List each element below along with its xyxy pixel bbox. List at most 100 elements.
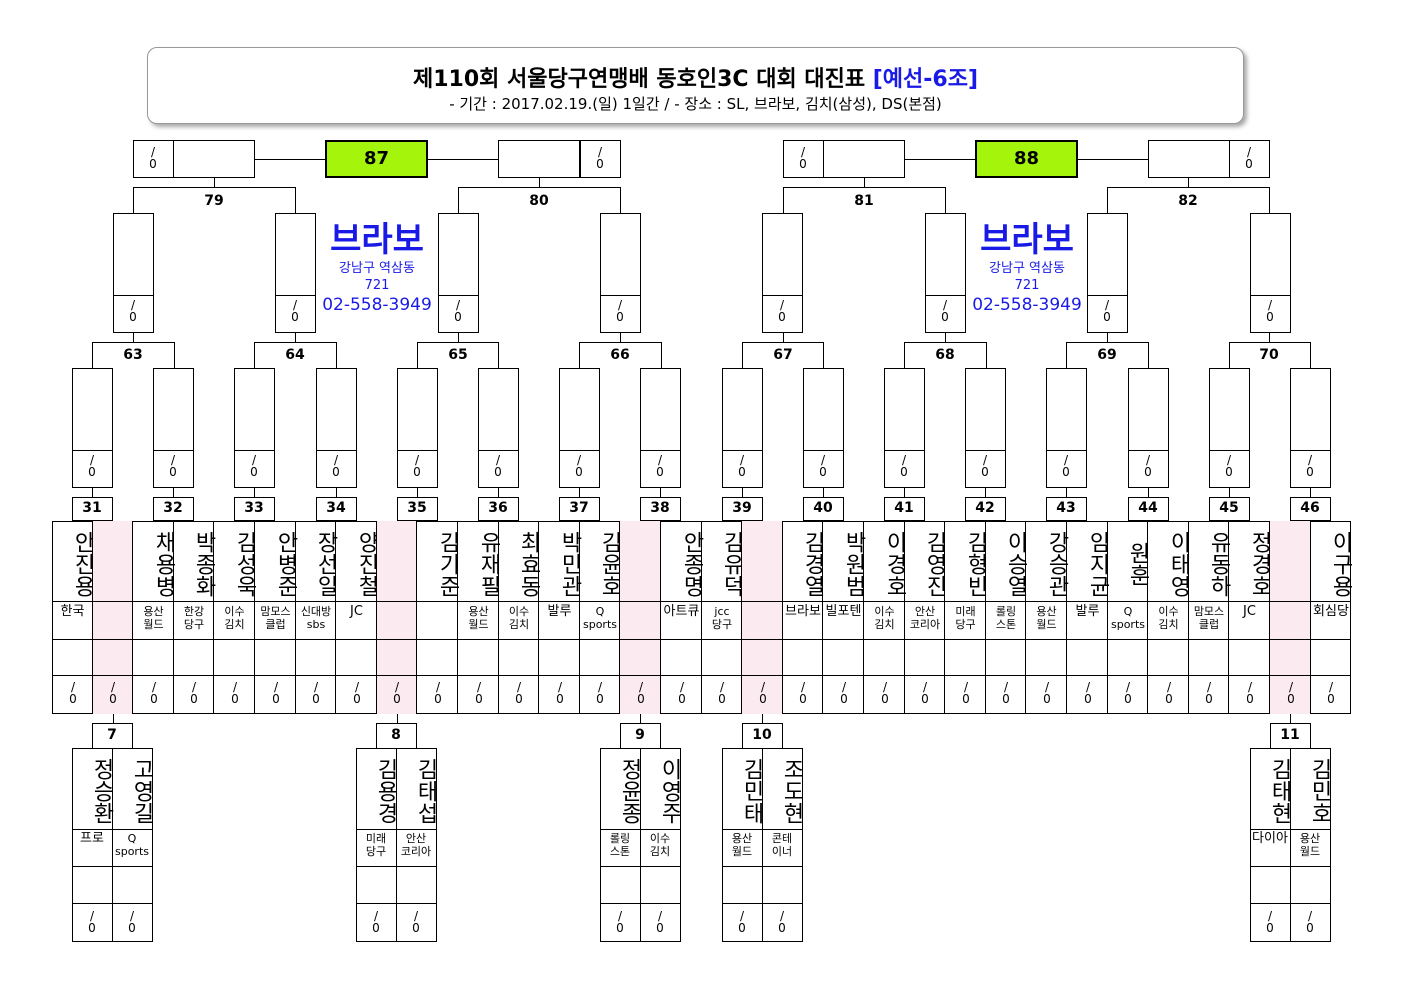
bracket-line <box>498 488 499 498</box>
bracket-line <box>620 187 621 214</box>
score-zero: 0 <box>738 465 746 479</box>
score-zero: 0 <box>1266 310 1274 324</box>
player-column: /0 <box>620 521 661 714</box>
score-zero: 0 <box>738 921 746 935</box>
player-club: 롤링 스톤 <box>609 832 631 858</box>
bracket-line <box>336 342 337 368</box>
match-number-cell <box>1209 497 1250 521</box>
score-mark: /0 <box>594 146 606 170</box>
match-number-round: 40 <box>813 500 833 516</box>
score-slash: / <box>476 680 482 694</box>
score-mark: /0 <box>757 681 769 705</box>
bracket-line <box>92 342 93 368</box>
score-slash: / <box>273 680 279 694</box>
score-slash: / <box>129 909 135 923</box>
score-zero: 0 <box>718 692 726 706</box>
bracket-line <box>174 342 175 368</box>
score-slash: / <box>130 298 136 312</box>
bracket-line <box>1087 295 1128 296</box>
bracket-line <box>1066 342 1067 368</box>
bracket-line <box>397 714 398 723</box>
score-mark: /0 <box>147 146 159 170</box>
match-number-prelim: 10 <box>752 727 772 743</box>
score-mark: /0 <box>594 681 606 705</box>
score-zero: 0 <box>1327 692 1335 706</box>
bracket-line <box>1310 342 1311 368</box>
bracket-line <box>640 748 641 942</box>
player-name: 김성욱 <box>232 531 257 597</box>
match-number-round: 32 <box>163 500 183 516</box>
score-mark: /0 <box>270 681 282 705</box>
score-cell <box>580 140 621 178</box>
match-number-prelim: 9 <box>635 727 645 743</box>
score-zero: 0 <box>332 465 340 479</box>
bracket-line <box>640 714 641 723</box>
score-mark: /0 <box>1244 681 1256 705</box>
score-zero: 0 <box>840 692 848 706</box>
score-mark: /0 <box>838 681 850 705</box>
score-zero: 0 <box>759 692 767 706</box>
player-name: 김영진 <box>922 531 947 597</box>
score-mark: /0 <box>1122 681 1134 705</box>
score-mark: /0 <box>1243 146 1255 170</box>
bracket-line <box>478 450 519 451</box>
bracket-line <box>965 450 1006 451</box>
score-slash: / <box>455 298 461 312</box>
player-club: 안산 코리아 <box>909 605 941 631</box>
score-slash: / <box>739 909 745 923</box>
score-mark: /0 <box>492 454 504 478</box>
score-mark: /0 <box>67 681 79 705</box>
name-cell <box>498 140 580 178</box>
page-title: 제110회 서울당구연맹배 동호인3C 대회 대진표 [예선-6조] <box>412 67 979 92</box>
player-name <box>742 527 783 601</box>
player-club: 맘모스 클럽 <box>260 605 291 631</box>
score-zero: 0 <box>1306 465 1314 479</box>
player-club: 미래 당구 <box>365 832 387 858</box>
score-mark: /0 <box>736 910 748 934</box>
bracket-slot <box>600 213 641 333</box>
score-slash: / <box>1246 145 1252 159</box>
bracket-line <box>905 159 975 160</box>
score-zero: 0 <box>434 692 442 706</box>
match-number-round: 41 <box>894 500 914 516</box>
venue-addr2: 721 <box>1014 278 1040 293</box>
bracket-slot <box>1046 368 1087 488</box>
score-slash: / <box>373 909 379 923</box>
bracket-line <box>1229 342 1230 368</box>
score-slash: / <box>413 909 419 923</box>
bracket-line <box>985 488 986 498</box>
score-slash: / <box>638 680 644 694</box>
venue-name: 브라보 <box>330 220 424 260</box>
player-name: 이구용 <box>1328 531 1353 597</box>
bracket-slot <box>478 368 519 488</box>
score-zero: 0 <box>272 692 280 706</box>
score-zero: 0 <box>1306 921 1314 935</box>
score-slash: / <box>557 680 563 694</box>
score-zero: 0 <box>656 921 664 935</box>
player-name: 김경열 <box>800 531 825 597</box>
player-name: 김유덕 <box>719 531 744 597</box>
bracket-line <box>113 295 154 296</box>
score-zero: 0 <box>312 692 320 706</box>
score-zero: 0 <box>1043 692 1051 706</box>
score-zero: 0 <box>250 465 258 479</box>
score-slash: / <box>963 680 969 694</box>
score-zero: 0 <box>1084 692 1092 706</box>
player-name <box>93 527 133 601</box>
score-zero: 0 <box>128 921 136 935</box>
bracket-slot <box>1087 213 1128 333</box>
player-club: 빌포텐 <box>825 604 862 619</box>
score-zero: 0 <box>778 310 786 324</box>
player-club: Q sports <box>1110 605 1145 631</box>
score-slash: / <box>1125 680 1131 694</box>
score-zero: 0 <box>1144 465 1152 479</box>
bracket-line <box>762 748 763 942</box>
bracket-line <box>1290 748 1291 942</box>
match-number-quarter: 64 <box>285 347 305 363</box>
player-club: 용산 월드 <box>143 605 164 631</box>
score-zero: 0 <box>778 921 786 935</box>
